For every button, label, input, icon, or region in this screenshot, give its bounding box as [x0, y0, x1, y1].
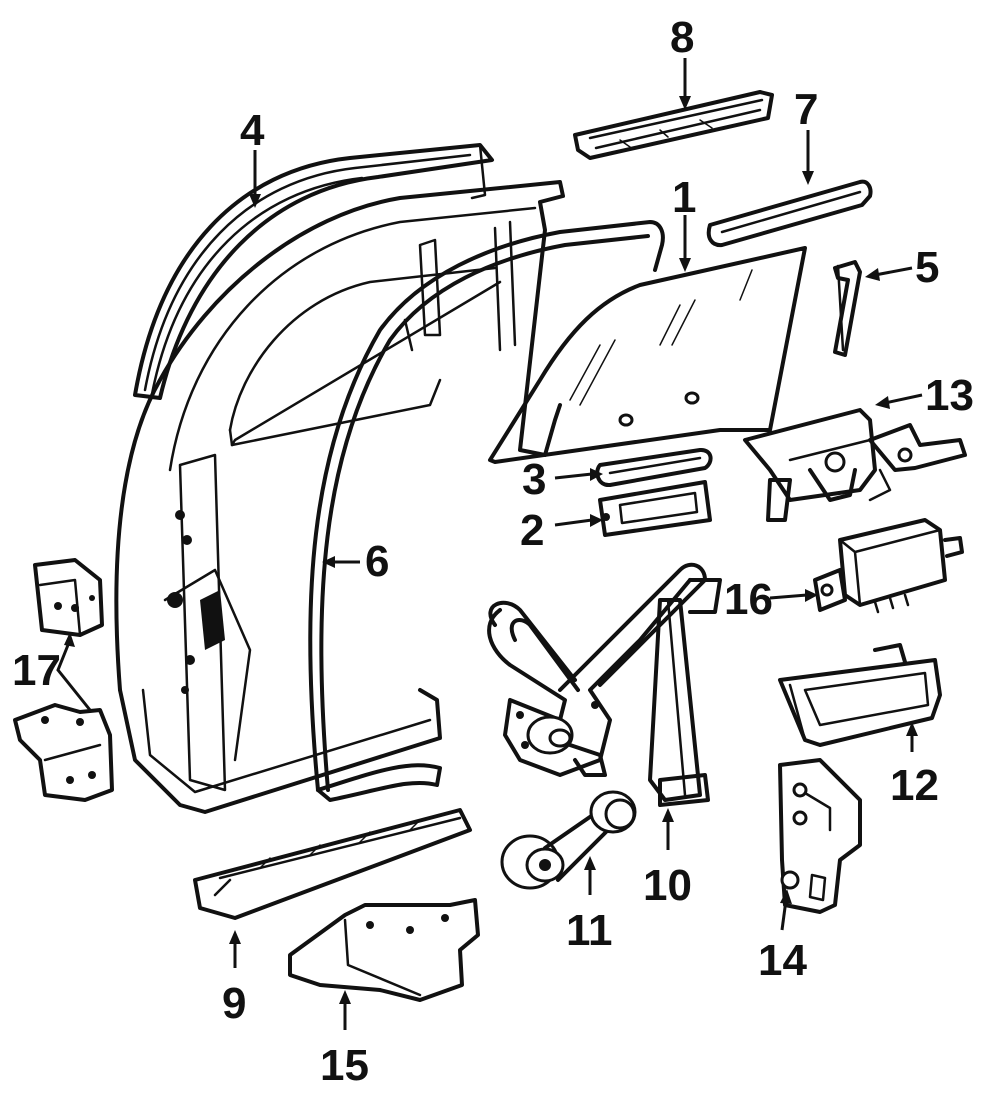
- part-5-division-channel: [833, 260, 862, 357]
- part-11-window-crank: [500, 790, 637, 890]
- part-8-belt-molding: [573, 90, 774, 160]
- part-2-inside-handle: [598, 480, 712, 537]
- part-4-outer-weatherstrip: [133, 143, 494, 400]
- leader-lines: [56, 58, 923, 1030]
- callout-2: 2: [520, 506, 544, 555]
- callout-16: 16: [724, 575, 773, 624]
- callout-11: 11: [566, 906, 613, 955]
- part-12-outside-handle: [778, 643, 942, 747]
- part-1-door-glass: [488, 246, 807, 464]
- part-10-window-regulator: [487, 562, 722, 807]
- callout-5: 5: [915, 243, 939, 292]
- part-14-striker-plate: [778, 758, 862, 914]
- part-3-handle-bezel: [595, 448, 713, 487]
- callout-12: 12: [890, 761, 939, 810]
- callout-10: 10: [643, 861, 692, 910]
- callout-3: 3: [522, 455, 546, 504]
- part-6-door-weatherstrip: [308, 220, 665, 802]
- callout-15: 15: [320, 1041, 369, 1090]
- callout-6: 6: [365, 537, 389, 586]
- callout-14: 14: [758, 936, 807, 985]
- callout-1: 1: [672, 173, 696, 222]
- door-shell: [114, 180, 565, 814]
- callout-9: 9: [222, 979, 246, 1028]
- callout-4: 4: [240, 106, 265, 155]
- part-17-door-hinges: [13, 558, 114, 802]
- part-13-door-lock: [743, 408, 967, 522]
- callout-labels: 8 7 4 1 5 13 3 2 6 16 17 12 10 11 14 9 1…: [12, 13, 974, 1090]
- callout-7: 7: [794, 85, 818, 134]
- part-15-trim-bracket: [288, 898, 480, 1002]
- callout-8: 8: [670, 13, 694, 62]
- part-16-lock-actuator: [813, 518, 964, 614]
- part-7-run-channel: [706, 179, 873, 248]
- callout-17: 17: [12, 646, 61, 695]
- callout-13: 13: [925, 371, 974, 420]
- part-9-sealing-strip: [193, 808, 472, 920]
